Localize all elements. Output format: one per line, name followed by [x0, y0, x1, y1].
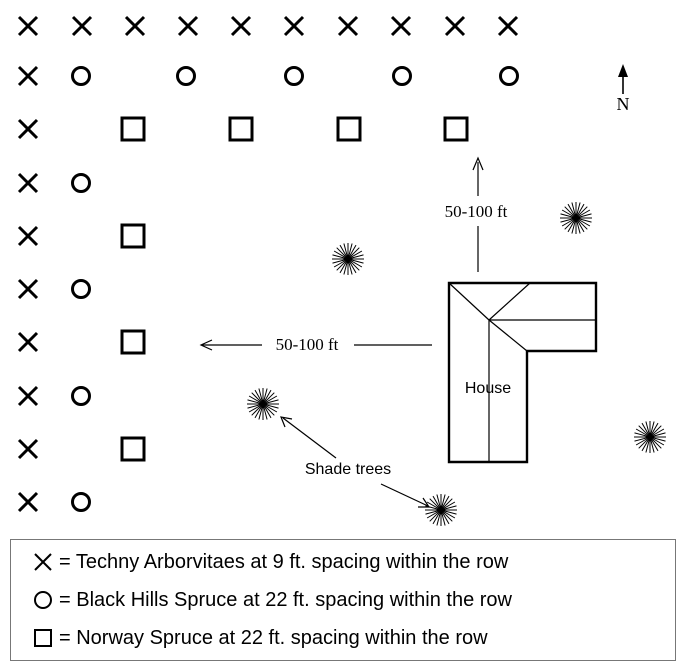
north-label: N: [617, 94, 630, 114]
legend-box: = Techny Arborvitaes at 9 ft. spacing wi…: [10, 539, 676, 661]
west-distance-arrow: [199, 339, 432, 351]
black-hills-spruce-group: [71, 66, 519, 512]
circle-icon: [71, 386, 91, 406]
shade-tree-icon: [425, 494, 457, 526]
x-icon: [17, 15, 39, 37]
techny-arborvitae-top-row: [17, 15, 519, 37]
circle-icon: [392, 66, 412, 86]
techny-arborvitae-left-column: [17, 65, 39, 513]
x-icon: [124, 15, 146, 37]
x-icon: [177, 15, 199, 37]
x-icon: [71, 15, 93, 37]
x-icon: [17, 491, 39, 513]
x-icon: [283, 15, 305, 37]
square-icon: [120, 223, 146, 249]
legend-row-norway: = Norway Spruce at 22 ft. spacing within…: [11, 621, 488, 655]
x-icon: [17, 172, 39, 194]
circle-icon: [71, 66, 91, 86]
shade-tree-icon: [560, 202, 592, 234]
legend-row-arborvitae: = Techny Arborvitaes at 9 ft. spacing wi…: [11, 545, 508, 579]
shade-tree-icon: [634, 421, 666, 453]
house-label: House: [465, 380, 511, 397]
north-distance-label: 50-100 ft: [445, 202, 508, 221]
square-icon: [336, 116, 362, 142]
square-icon: [120, 436, 146, 462]
circle-icon: [499, 66, 519, 86]
square-icon: [120, 116, 146, 142]
shade-tree-icon: [247, 388, 279, 420]
x-icon: [230, 15, 252, 37]
x-icon: [337, 15, 359, 37]
circle-icon: [71, 173, 91, 193]
legend-text-arborvitae: = Techny Arborvitaes at 9 ft. spacing wi…: [59, 550, 509, 573]
circle-icon: [176, 66, 196, 86]
norway-spruce-group: [120, 116, 469, 462]
legend-text-black-hills: = Black Hills Spruce at 22 ft. spacing w…: [59, 588, 512, 611]
square-icon: [228, 116, 254, 142]
legend-text-norway: = Norway Spruce at 22 ft. spacing within…: [59, 626, 488, 649]
x-icon: [17, 438, 39, 460]
square-icon: [120, 329, 146, 355]
shade-tree-group: [247, 202, 666, 526]
x-icon: [17, 331, 39, 353]
circle-icon: [284, 66, 304, 86]
square-icon: [34, 629, 52, 647]
circle-icon: [34, 591, 52, 609]
legend-row-black-hills: = Black Hills Spruce at 22 ft. spacing w…: [11, 583, 512, 617]
circle-icon: [71, 492, 91, 512]
x-icon: [17, 278, 39, 300]
x-icon: [17, 65, 39, 87]
x-icon: [17, 225, 39, 247]
square-icon: [443, 116, 469, 142]
x-icon: [17, 118, 39, 140]
north-arrow-icon: [618, 64, 628, 94]
north-distance-arrow: [472, 156, 484, 272]
house-outline: [447, 281, 598, 464]
circle-icon: [71, 279, 91, 299]
x-icon: [497, 15, 519, 37]
x-icon: [444, 15, 466, 37]
x-icon: [34, 553, 52, 571]
x-icon: [390, 15, 412, 37]
x-icon: [17, 385, 39, 407]
shade-tree-icon: [332, 243, 364, 275]
west-distance-label: 50-100 ft: [276, 335, 339, 354]
shade-trees-label: Shade trees: [305, 461, 391, 478]
